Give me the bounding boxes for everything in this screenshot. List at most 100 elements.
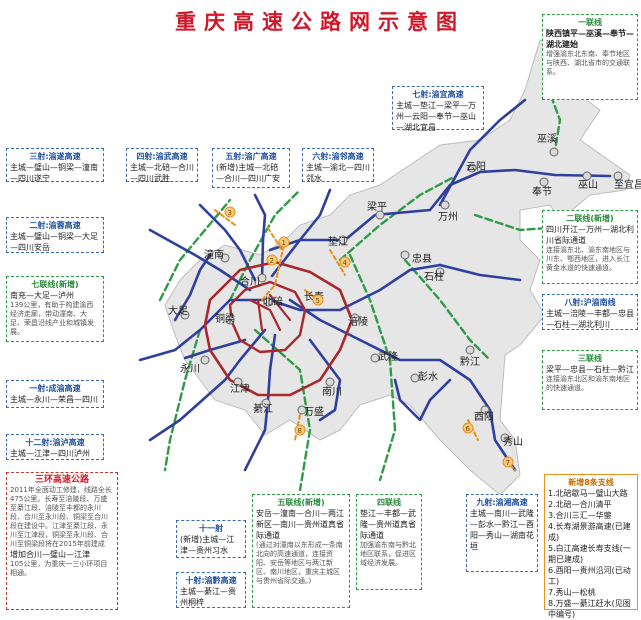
branch-marker-label-1: 1	[282, 239, 286, 247]
box-title: 一射:成渝高速	[29, 384, 81, 393]
city-label-yongchuan: 永川	[180, 362, 200, 375]
box-title: 四射:渝武高速	[136, 152, 188, 161]
box-body: 主城—垫江—梁平—万州—云阳—奉节—巫山—湖北宜昌	[396, 101, 476, 132]
box-title: 十一射	[199, 524, 223, 533]
green-link-line-3	[338, 176, 454, 262]
box-title: 七射:渝宜高速	[412, 90, 464, 99]
box-body: 陕西镇平—巫溪—奉节—湖北建始	[546, 29, 634, 49]
expressway-line-15	[308, 338, 342, 422]
city-label-zhiyixu: 至宜昌	[614, 178, 641, 191]
branch-marker-8	[294, 424, 306, 436]
box-title: 八射:沪渝南线	[564, 298, 616, 307]
box-body: 主城—北碚—合川—四川武胜	[130, 163, 194, 183]
info-box-liushe: 六射:渝邻高速 主城—渝北—四川邻水	[302, 148, 374, 183]
city-label-wushan: 巫山	[578, 179, 598, 191]
box-note: (通过对潼南以东形成一条南北向的高速通道，连接资阳、安岳等地区与两江新区、南川地…	[256, 541, 343, 585]
branch-marker-label-8: 8	[298, 427, 302, 435]
box-title: 六射:渝邻高速	[312, 152, 364, 161]
city-label-jiangjin: 江津	[230, 383, 250, 395]
box-title: 十二射:渝泸高速	[25, 438, 85, 447]
box-title: 五联线(新增)	[277, 498, 325, 507]
branch-item-3: 3.合川三汇—华蓥	[548, 511, 612, 520]
expressway-line-6	[198, 203, 257, 282]
urban-expressway	[248, 293, 292, 332]
info-box-bashe: 八射:沪渝南线 主城—涪陵—丰都—忠县—石柱—湖北利川	[542, 294, 638, 330]
branch-item-4: 4.长寿湖景游高速(已建成)	[548, 522, 631, 542]
box-body: 安岳—潼南—合川—两江新区—南川—贵州道真省际通道	[256, 509, 344, 540]
city-label-wanzhou: 万州	[438, 211, 458, 223]
inner-ring-road	[228, 280, 307, 354]
box-note: 连接渝东北区和渝东南地区的快速通道。	[546, 375, 630, 392]
city-node-beibei	[263, 297, 273, 307]
info-box-yilian: 一联线 陕西镇平—巫溪—奉节—湖北建始 增强渝东北东南、奉节地区与陕西、湖北省市…	[542, 14, 638, 100]
city-label-fengjie: 奉节	[532, 185, 552, 198]
city-node-youyang	[480, 405, 490, 415]
info-box-xinzeng: 新增8条支线 1.北碚歇马—璧山大路 2.北碚—合川清平 3.合川三汇—华蓥 4…	[544, 474, 638, 619]
box-body: 主城—涪陵—丰都—忠县—石柱—湖北利川	[546, 309, 634, 329]
expressway-line-8	[270, 188, 332, 278]
box-body: 垫江—丰都—武隆—贵州道真省际通道	[360, 509, 416, 540]
city-label-wuxi: 巫溪	[537, 133, 557, 145]
city-label-nanchuan: 南川	[322, 385, 342, 398]
branch-marker-3	[224, 206, 236, 218]
expressway-line-9	[288, 298, 517, 472]
city-node-tongliang	[225, 315, 235, 325]
branch-marker-2	[266, 254, 278, 266]
branch-item-1: 1.北碚歇马—璧山大路	[548, 489, 628, 498]
info-box-sishe: 四射:渝武高速 主城—北碚—合川—四川武胜	[126, 148, 198, 183]
map-title: 重庆高速公路网示意图	[175, 9, 465, 34]
box-note: 连接渝东北、渝东南地区与川东、鄂西地区，进入长江黄金水道的快速通道。	[546, 246, 630, 272]
green-link-line-8	[403, 258, 492, 362]
green-link-line-5	[158, 198, 232, 302]
branch-line-2	[267, 227, 283, 251]
city-node-wanzhou	[440, 200, 450, 210]
city-label-hechuan: 合川	[240, 275, 260, 288]
city-node-shizhu	[435, 267, 445, 277]
box-title: 五射:渝广高速	[225, 152, 277, 161]
expressway-line-13	[173, 253, 212, 322]
city-label-xiushan: 秀山	[503, 436, 523, 448]
box-body: 主城—綦江—贵州桐梓	[180, 587, 236, 607]
info-box-wulian: 五联线(新增) 安岳—潼南—合川—两江新区—南川—贵州道真省际通道 (通过对潼南…	[252, 494, 350, 608]
box-body: (新增)主城—北碚—合川—四川广安	[216, 163, 280, 183]
city-node-zhongxian	[400, 250, 410, 260]
city-label-yunyang: 云阳	[466, 161, 486, 173]
branch-marker-5	[312, 294, 324, 306]
expressway-line-14	[393, 378, 452, 422]
expressway-line-2	[438, 98, 527, 207]
city-label-qianjiang: 黔江	[460, 355, 480, 368]
branch-line-1	[261, 239, 286, 301]
city-label-tongnan: 潼南	[204, 248, 224, 261]
city-node-hechuan	[257, 273, 267, 283]
info-box-jiushe: 九射:渝湘高速 主城—南川—武隆—彭水—黔江—酉阳—秀山—湖南花垣	[466, 494, 538, 572]
branch-marker-1	[278, 236, 290, 248]
city-label-pengshui: 彭水	[418, 370, 438, 383]
branch-marker-label-7: 7	[506, 459, 510, 467]
city-node-fuling	[350, 313, 360, 323]
box-body: 主城—璧山—铜梁—大足—四川安岳	[10, 232, 98, 252]
box-body: 梁平—忠县—石柱—黔江	[546, 365, 634, 374]
city-node-wushan	[582, 171, 592, 181]
city-node-jiangjin	[233, 377, 243, 387]
city-label-qijiang: 綦江	[253, 402, 273, 415]
box-body: 主城—江津—四川泸州	[10, 449, 90, 458]
box-note: 增强渝东北东南、奉节地区与陕西、湖北省市的交通联系。	[546, 50, 630, 76]
branch-marker-label-3: 3	[228, 209, 232, 217]
city-node-yongchuan	[200, 355, 210, 365]
box-title: 九射:渝湘高速	[476, 498, 528, 507]
city-node-pengshui	[410, 373, 420, 383]
city-node-wansheng	[297, 405, 307, 415]
branch-line-4	[329, 249, 346, 276]
green-link-line-7	[348, 253, 397, 482]
city-node-tongnan	[220, 253, 230, 263]
box-body: 主城—璧山—铜梁—潼南—四川遂宁	[10, 163, 98, 183]
city-label-zhongxian: 忠县	[412, 253, 432, 265]
city-node-wuxi	[549, 147, 559, 157]
branch-line-3	[214, 209, 236, 226]
city-label-dazu: 大足	[168, 304, 188, 317]
city-node-wulong	[370, 353, 380, 363]
city-label-fuling: 涪陵	[348, 315, 368, 328]
info-box-ershe: 二射:渝蓉高速 主城—璧山—铜梁—大足—四川安岳	[6, 217, 104, 253]
branch-marker-label-5: 5	[316, 297, 320, 305]
